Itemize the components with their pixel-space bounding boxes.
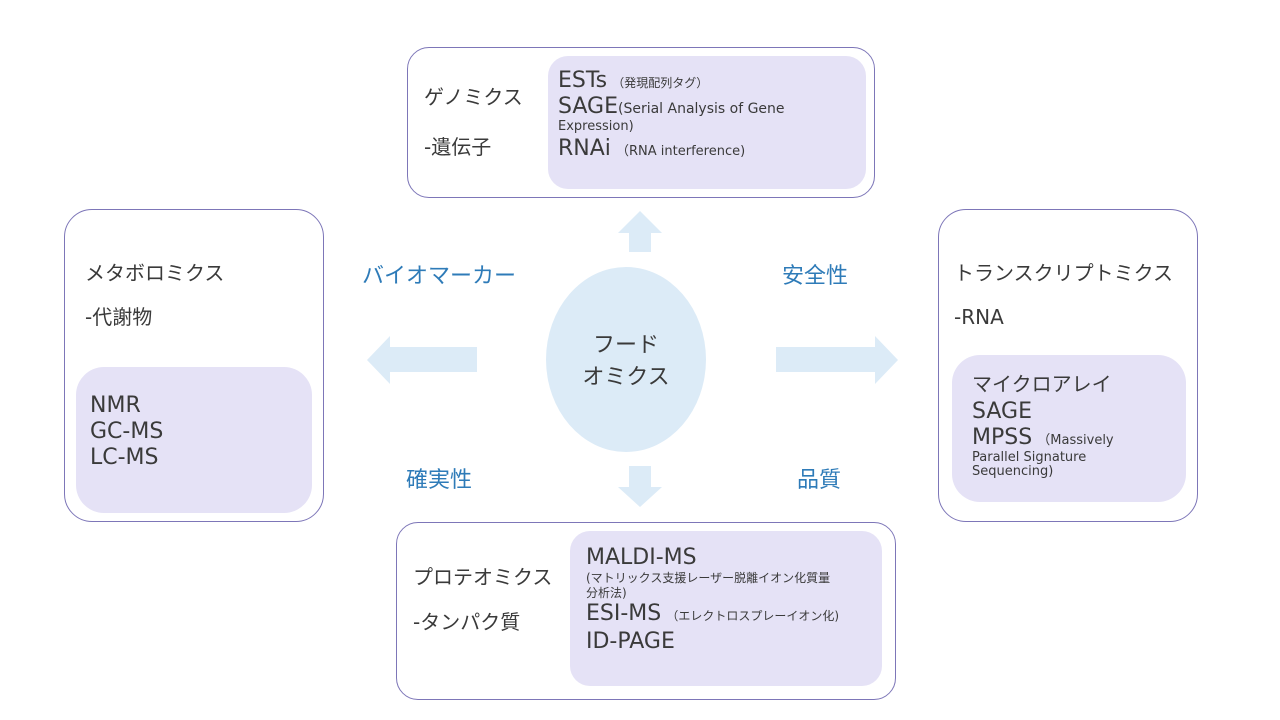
method-ests: ESTs （発現配列タグ） [558, 70, 708, 92]
aspect-safety: 安全性 [782, 264, 849, 289]
method-name: SAGE [558, 94, 618, 119]
method-id-page: ID-PAGE [586, 629, 675, 654]
center-label-line2: オミクス [582, 365, 670, 390]
method-note: （発現配列タグ） [612, 76, 709, 90]
method-esi-ms: ESI-MS （エレクトロスプレーイオン化) [586, 603, 839, 625]
method-name: MPSS [972, 425, 1033, 450]
arrow-up [618, 211, 662, 252]
method-lc-ms: LC-MS [90, 445, 159, 470]
aspect-certainty: 確実性 [406, 468, 473, 493]
method-note: (Serial Analysis of Gene [617, 101, 785, 117]
method-nmr: NMR [90, 393, 141, 418]
center-label: フード オミクス [546, 330, 706, 394]
method-mpss-note-cont2: Sequencing) [972, 464, 1054, 479]
transcriptomics-title: トランスクリプトミクス [954, 261, 1173, 285]
method-gc-ms: GC-MS [90, 419, 164, 444]
genomics-methods: ESTs （発現配列タグ） SAGE(Serial Analysis of Ge… [548, 56, 866, 189]
method-note: （エレクトロスプレーイオン化) [666, 609, 840, 623]
method-rnai: RNAi （RNA interference) [558, 138, 745, 160]
proteomics-subtitle: -タンパク質 [413, 610, 521, 634]
genomics-subtitle: -遺伝子 [424, 135, 492, 159]
method-name: ESI-MS [586, 601, 662, 626]
center-label-line1: フード [592, 333, 659, 358]
transcriptomics-subtitle: -RNA [954, 305, 1004, 329]
method-maldi-ms: MALDI-MS [586, 545, 697, 570]
method-name: RNAi [558, 136, 611, 161]
method-maldi-ms-note: (マトリックス支援レーザー脱離イオン化質量 [586, 571, 831, 585]
method-note: （Massively [1037, 433, 1114, 448]
proteomics-box: プロテオミクス -タンパク質 MALDI-MS (マトリックス支援レーザー脱離イ… [396, 522, 896, 700]
method-note: （RNA interference) [616, 144, 746, 159]
method-sage: SAGE [972, 399, 1032, 424]
transcriptomics-methods: マイクロアレイ SAGE MPSS （Massively Parallel Si… [952, 355, 1186, 502]
method-name: ESTs [558, 68, 608, 93]
arrow-left [367, 336, 477, 384]
aspect-biomarker: バイオマーカー [362, 264, 517, 289]
metabolomics-subtitle: -代謝物 [85, 305, 153, 329]
method-mpss-note-cont1: Parallel Signature [972, 450, 1087, 465]
metabolomics-box: メタボロミクス -代謝物 NMR GC-MS LC-MS [64, 209, 324, 522]
aspect-quality: 品質 [797, 468, 842, 493]
genomics-box: ゲノミクス -遺伝子 ESTs （発現配列タグ） SAGE(Serial Ana… [407, 47, 875, 198]
transcriptomics-box: トランスクリプトミクス -RNA マイクロアレイ SAGE MPSS （Mass… [938, 209, 1198, 522]
proteomics-methods: MALDI-MS (マトリックス支援レーザー脱離イオン化質量 分析法) ESI-… [570, 531, 882, 686]
method-mpss: MPSS （Massively [972, 427, 1114, 449]
center-circle [546, 267, 706, 452]
method-maldi-ms-note-cont: 分析法) [586, 586, 627, 600]
method-sage: SAGE(Serial Analysis of Gene [558, 96, 785, 118]
arrow-down [618, 466, 662, 507]
proteomics-title: プロテオミクス [413, 565, 553, 589]
genomics-title: ゲノミクス [424, 85, 523, 109]
metabolomics-methods: NMR GC-MS LC-MS [76, 367, 312, 513]
arrow-right [776, 336, 898, 384]
method-sage-note-cont: Expression) [558, 119, 634, 134]
method-microarray: マイクロアレイ [972, 372, 1112, 396]
metabolomics-title: メタボロミクス [85, 261, 225, 285]
